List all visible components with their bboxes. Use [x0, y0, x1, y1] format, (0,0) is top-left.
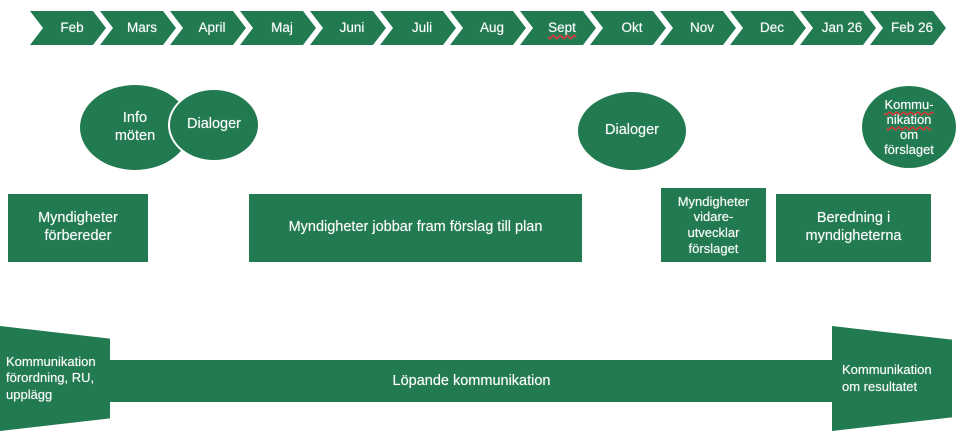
month-label: Okt	[621, 20, 643, 36]
timeline-month-aug[interactable]: Aug	[450, 11, 526, 45]
timeline-month-maj[interactable]: Maj	[240, 11, 316, 45]
timeline-month-nov[interactable]: Nov	[660, 11, 736, 45]
bar-myndigheter-jobbar-fram-forslag[interactable]: Myndigheter jobbar fram förslag till pla…	[249, 194, 582, 262]
month-label: Nov	[689, 20, 714, 36]
month-label: Feb 26	[890, 20, 934, 36]
month-label: Juli	[411, 20, 433, 36]
month-label: Mars	[127, 20, 157, 36]
timeline-month-mars[interactable]: Mars	[100, 11, 176, 45]
month-label: Feb	[60, 20, 84, 36]
timeline-month-juni[interactable]: Juni	[310, 11, 386, 45]
ellipse-dialoger-2[interactable]: Dialoger	[578, 92, 686, 170]
month-label: Dec	[759, 20, 784, 36]
timeline-month-sept[interactable]: Sept	[520, 11, 596, 45]
timeline-month-feb[interactable]: Feb	[30, 11, 106, 45]
month-label: April	[198, 20, 226, 36]
ellipse-label: Dialoger	[605, 122, 659, 139]
month-label: Sept	[548, 20, 576, 36]
comm-ongoing-band[interactable]: Löpande kommunikation	[108, 360, 835, 402]
month-label: Maj	[271, 20, 293, 36]
timeline-month-april[interactable]: April	[170, 11, 246, 45]
timeline-month-feb-26[interactable]: Feb 26	[870, 11, 946, 45]
month-label: Aug	[479, 20, 505, 36]
ellipse-dialoger-1[interactable]: Dialoger	[168, 88, 260, 162]
timeline-month-okt[interactable]: Okt	[590, 11, 666, 45]
timeline-month-jan-26[interactable]: Jan 26	[800, 11, 876, 45]
month-label: Juni	[339, 20, 365, 36]
ellipse-label: Dialoger	[187, 116, 241, 133]
bar-label: Myndigheter jobbar fram förslag till pla…	[288, 219, 543, 236]
timeline-month-dec[interactable]: Dec	[730, 11, 806, 45]
comm-ongoing-label: Löpande kommunikation	[392, 372, 551, 389]
month-label: Jan 26	[821, 20, 863, 36]
month-timeline: Feb Mars April Maj Juni Juli Aug Sept Ok…	[0, 0, 960, 52]
timeline-month-juli[interactable]: Juli	[380, 11, 456, 45]
